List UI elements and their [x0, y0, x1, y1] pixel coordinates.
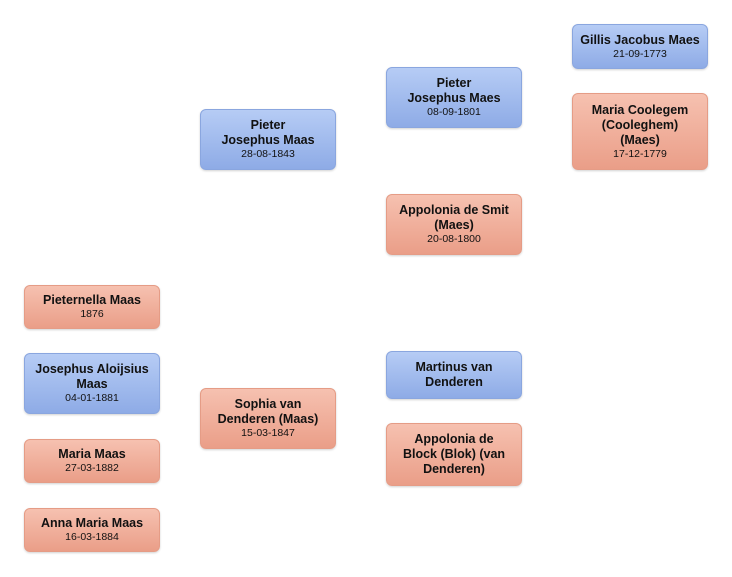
person-name: Josephus Aloijsius Maas	[35, 362, 149, 391]
person-card-pieter-josephus-maas[interactable]: Pieter Josephus Maas 28-08-1843	[200, 109, 336, 170]
person-date: 28-08-1843	[241, 148, 295, 160]
person-card-martinus-van-denderen[interactable]: Martinus van Denderen	[386, 351, 522, 399]
person-date: 1876	[80, 308, 104, 320]
person-date: 15-03-1847	[241, 427, 295, 439]
person-date: 21-09-1773	[613, 47, 667, 60]
person-card-pieter-josephus-maes[interactable]: Pieter Josephus Maes 08-09-1801	[386, 67, 522, 128]
person-name: Pieter Josephus Maas	[221, 118, 315, 147]
person-date: 08-09-1801	[427, 106, 481, 118]
person-card-maria-maas[interactable]: Maria Maas 27-03-1882	[24, 439, 160, 483]
person-card-josephus-aloijsius-maas[interactable]: Josephus Aloijsius Maas 04-01-1881	[24, 353, 160, 414]
person-card-maria-coolegem[interactable]: Maria Coolegem (Cooleghem) (Maes) 17-12-…	[572, 93, 708, 170]
person-name: Appolonia de Smit (Maes)	[399, 203, 509, 232]
person-name: Pieternella Maas	[43, 293, 141, 307]
person-date: 04-01-1881	[65, 392, 119, 404]
person-card-appolonia-de-smit[interactable]: Appolonia de Smit (Maes) 20-08-1800	[386, 194, 522, 255]
person-name: Sophia van Denderen (Maas)	[217, 397, 319, 426]
person-name: Gillis Jacobus Maes	[580, 32, 700, 47]
person-name: Appolonia de Block (Blok) (van Denderen)	[402, 432, 506, 476]
person-name: Anna Maria Maas	[40, 516, 144, 530]
person-date: 27-03-1882	[65, 462, 119, 474]
person-name: Martinus van Denderen	[415, 360, 493, 389]
person-date: 16-03-1884	[65, 531, 119, 543]
person-card-appolonia-de-block[interactable]: Appolonia de Block (Blok) (van Denderen)	[386, 423, 522, 486]
person-name: Maria Coolegem (Cooleghem) (Maes)	[591, 102, 689, 147]
person-card-anna-maria-maas[interactable]: Anna Maria Maas 16-03-1884	[24, 508, 160, 552]
person-name: Pieter Josephus Maes	[407, 76, 501, 105]
person-card-pieternella-maas[interactable]: Pieternella Maas 1876	[24, 285, 160, 329]
person-date: 20-08-1800	[427, 233, 481, 245]
person-card-gillis-jacobus-maes[interactable]: Gillis Jacobus Maes 21-09-1773	[572, 24, 708, 69]
person-date: 17-12-1779	[613, 147, 667, 160]
person-name: Maria Maas	[58, 447, 126, 461]
person-card-sophia-van-denderen[interactable]: Sophia van Denderen (Maas) 15-03-1847	[200, 388, 336, 449]
